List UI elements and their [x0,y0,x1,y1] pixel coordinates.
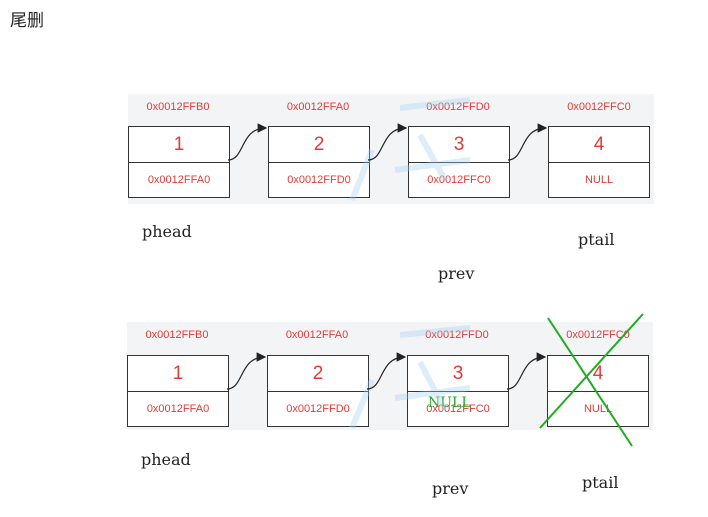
watermark [349,97,471,430]
node-value: 4 [548,356,648,392]
phead-label: phead [141,450,191,469]
list-node: 2 0x0012FFD0 [268,126,370,198]
node-address: 0x0012FFD0 [425,329,489,341]
node-address: 0x0012FFC0 [566,329,630,341]
next-arrow [366,352,407,390]
list-node: 3 0x0012FFC0 [408,126,510,198]
list-node: 3 0x0012FFC0 [407,355,509,427]
phead-label: phead [142,222,192,241]
next-arrow [227,123,268,161]
node-address: 0x0012FFB0 [146,101,210,113]
prev-label: prev [438,264,475,283]
ptail-label: ptail [582,473,619,492]
node-address: 0x0012FFA0 [286,101,350,113]
delete-cross [539,313,644,429]
list-node: 4 NULL [548,126,650,198]
node-address: 0x0012FFB0 [145,329,209,341]
node-address: 0x0012FFD0 [426,101,490,113]
node-value: 1 [129,127,229,163]
node-value: 1 [128,356,228,392]
node-next: 0x0012FFA0 [147,174,211,186]
list-node: 1 0x0012FFA0 [128,126,230,198]
list-node: 4 NULL [547,355,649,427]
node-next: 0x0012FFC0 [426,403,490,415]
node-next: 0x0012FFD0 [286,403,350,415]
prev-label: prev [432,479,469,498]
next-arrow [367,123,408,161]
node-value: 2 [269,127,369,163]
node-address: 0x0012FFA0 [285,329,349,341]
list-node: 1 0x0012FFA0 [127,355,229,427]
node-value: 2 [268,356,368,392]
node-next: NULL [584,174,614,186]
node-value: 4 [549,127,649,163]
node-value: 3 [409,127,509,163]
node-address: 0x0012FFC0 [567,101,631,113]
next-arrow [507,123,548,161]
page-title: 尾删 [10,11,44,31]
next-arrow [506,352,547,390]
null-annotation: NULL [428,395,471,411]
list-node: 2 0x0012FFD0 [267,355,369,427]
next-arrow [226,352,267,390]
delete-cross [547,317,633,447]
node-next: 0x0012FFA0 [146,403,210,415]
node-next: 0x0012FFC0 [427,174,491,186]
node-value: 3 [408,356,508,392]
ptail-label: ptail [578,230,615,249]
node-next: 0x0012FFD0 [287,174,351,186]
